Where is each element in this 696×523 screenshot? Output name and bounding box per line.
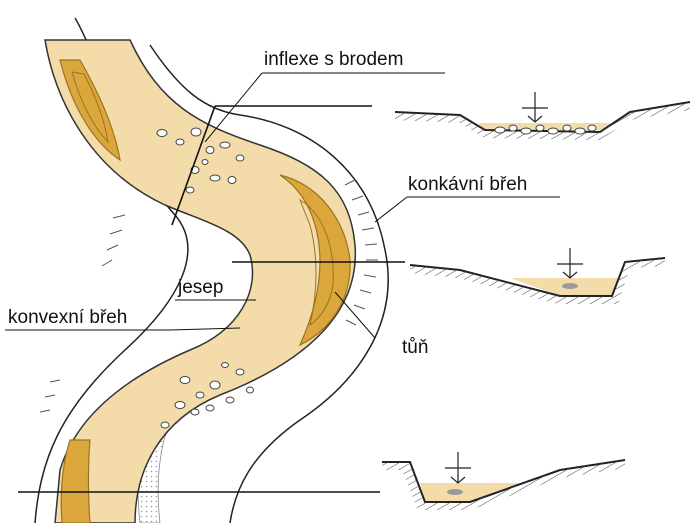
label-jesep: jesep — [178, 278, 223, 297]
label-konkavni-breh: konkávní břeh — [408, 175, 527, 194]
konkavni-leader — [375, 197, 407, 222]
cross-section-lower — [382, 452, 625, 510]
label-konvexni-breh: konvexní břeh — [8, 308, 127, 327]
pool-lower — [61, 440, 90, 523]
meander-plan — [35, 18, 388, 523]
cross-section-middle-deep — [562, 283, 578, 289]
water-level-symbol — [445, 452, 471, 483]
tun-leader — [335, 292, 375, 338]
label-inflexe-s-brodem: inflexe s brodem — [264, 50, 403, 69]
label-tun: tůň — [402, 338, 428, 357]
cross-section-lower-deep — [447, 489, 463, 495]
cross-section-middle — [410, 248, 665, 304]
water-level-symbol — [557, 248, 583, 278]
cross-section-upper — [395, 92, 690, 140]
water-level-symbol — [522, 92, 548, 122]
